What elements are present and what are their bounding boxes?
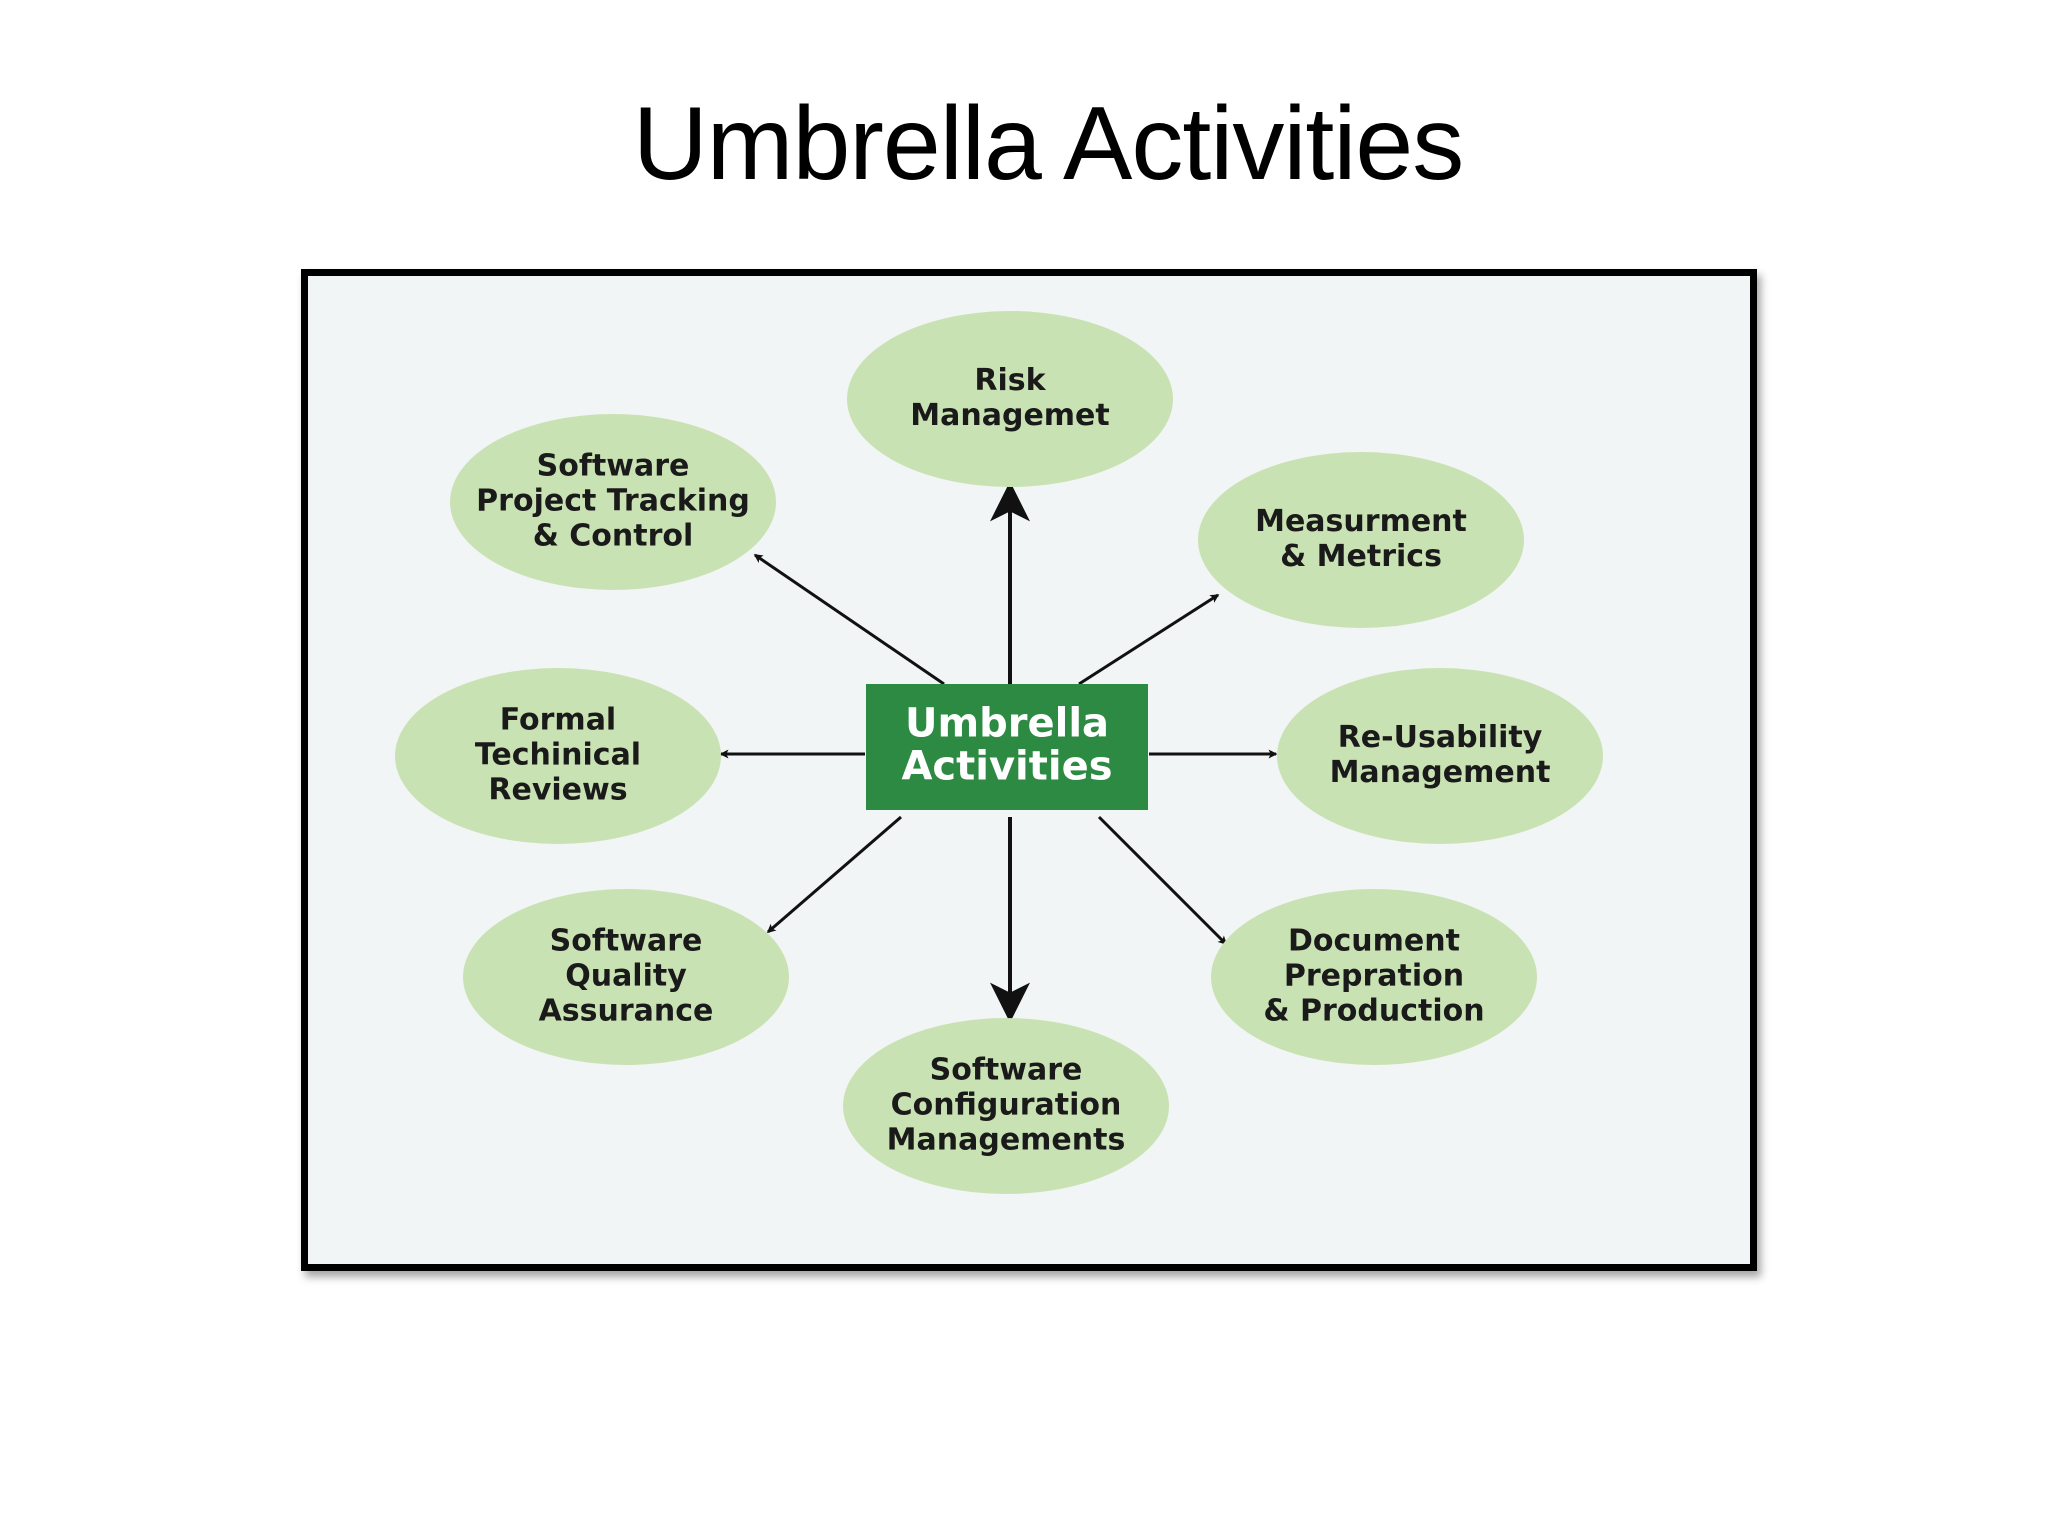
node-label-line: Techinical xyxy=(475,738,641,773)
node-label-line: Document xyxy=(1288,924,1460,959)
node-label-line: Risk xyxy=(974,363,1046,398)
arrow-to-tracking xyxy=(753,553,945,686)
node-label-line: & Production xyxy=(1263,994,1484,1029)
node-ellipse xyxy=(463,889,789,1065)
node-label-line: Managements xyxy=(887,1123,1126,1158)
node-label-line: Assurance xyxy=(539,994,714,1029)
node-label-line: Software xyxy=(930,1053,1083,1088)
arrow-to-sqa xyxy=(766,815,902,934)
node-label-line: Software xyxy=(550,924,703,959)
node-label-line: Measurment xyxy=(1255,504,1467,539)
node-ellipse xyxy=(1211,889,1537,1065)
node-label-line: Project Tracking xyxy=(476,484,750,519)
node-label-line: Managemet xyxy=(910,398,1109,433)
node-ellipse xyxy=(843,1018,1169,1194)
node-label-line: Formal xyxy=(500,703,616,738)
arrow-to-metrics xyxy=(1078,593,1220,686)
node-label-line: & Control xyxy=(533,519,694,554)
node-label-line: Management xyxy=(1330,755,1551,790)
node-ellipse xyxy=(847,311,1173,487)
hub-label-line: Activities xyxy=(901,744,1112,790)
hub-box xyxy=(866,684,1148,810)
node-label-line: Re-Usability xyxy=(1338,720,1543,755)
node-metrics: Measurment& Metrics xyxy=(1198,452,1524,628)
arrow-to-document xyxy=(1097,815,1228,946)
node-label-line: Quality xyxy=(565,959,687,994)
node-label-line: Prepration xyxy=(1284,959,1464,994)
arrows-layer xyxy=(719,481,1278,1023)
node-label-line: Software xyxy=(537,449,690,484)
node-ellipse xyxy=(1277,668,1603,844)
slide-title: Umbrella Activities xyxy=(632,86,1465,202)
node-label-line: & Metrics xyxy=(1280,539,1442,574)
node-label-line: Reviews xyxy=(488,773,627,808)
hub-label-line: Umbrella xyxy=(905,701,1109,747)
node-ellipse xyxy=(1198,452,1524,628)
node-ellipse xyxy=(395,668,721,844)
node-label-line: Configuration xyxy=(891,1088,1122,1123)
node-ellipse xyxy=(450,414,776,590)
